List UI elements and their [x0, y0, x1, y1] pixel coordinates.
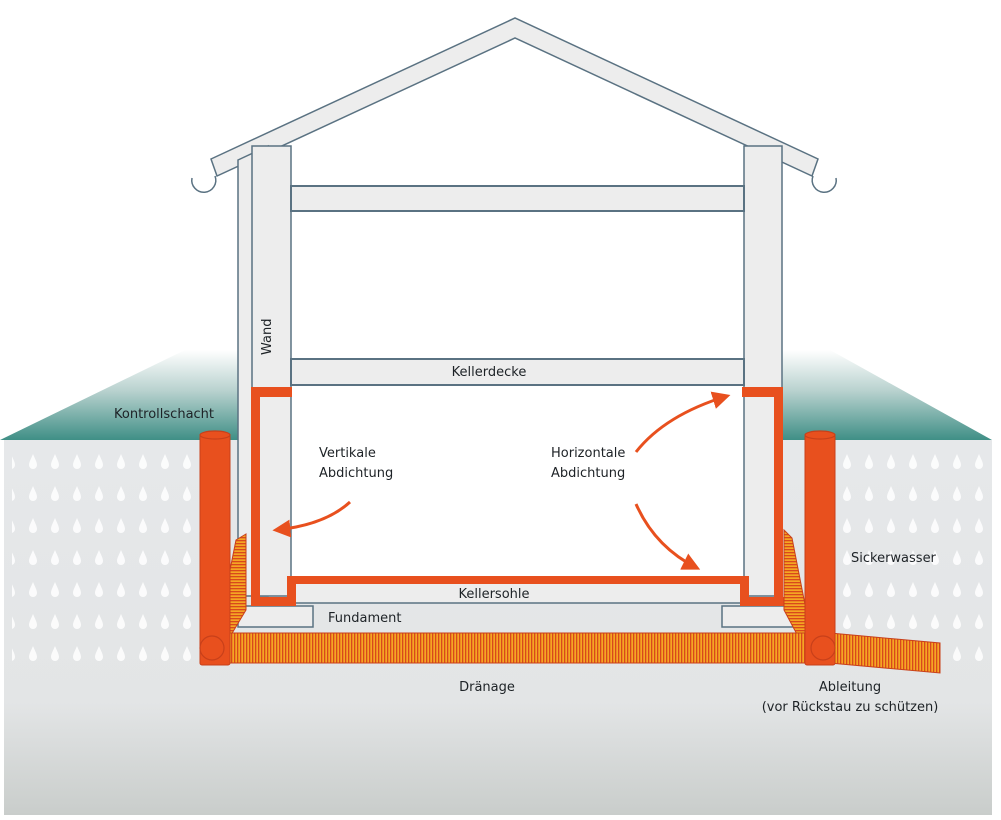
- label-horizontale-1: Horizontale: [551, 446, 625, 461]
- arrow-vertical-seal-icon: [272, 500, 352, 538]
- seal-floor: [287, 576, 749, 584]
- label-horizontale-2: Abdichtung: [551, 466, 625, 481]
- seal-right-bottom: [740, 597, 784, 606]
- arrow-horizontal-seal-top-icon: [634, 391, 731, 453]
- arrows: [272, 391, 731, 570]
- label-draenage: Dränage: [459, 680, 515, 695]
- drain-pipe: [217, 632, 814, 664]
- label-kellerdecke: Kellerdecke: [452, 365, 527, 380]
- label-fundament: Fundament: [328, 611, 401, 626]
- shaft-left-body: [199, 434, 231, 666]
- horizontal-seal-right-top: [742, 387, 783, 397]
- control-shaft-right: [804, 430, 836, 666]
- label-sickerwasser: Sickerwasser: [851, 551, 937, 566]
- upper-floor-slab: [290, 185, 745, 212]
- label-ableitung-2: (vor Rückstau zu schützen): [762, 700, 939, 715]
- label-vertikale-2: Abdichtung: [319, 466, 393, 481]
- shaft-right-junction: [810, 635, 836, 661]
- label-ableitung-1: Ableitung: [819, 680, 881, 695]
- label-wand: Wand: [260, 319, 275, 355]
- sealing: [251, 387, 784, 606]
- label-kellersohle: Kellersohle: [458, 587, 529, 602]
- seal-right-step: [740, 576, 749, 606]
- shaft-left-junction: [199, 635, 225, 661]
- fundament-left: [237, 605, 314, 628]
- gutter-left: [191, 175, 217, 193]
- label-vertikale-1: Vertikale: [319, 446, 376, 461]
- kellerdecke-slab: [290, 358, 745, 386]
- water-drops-left: [12, 448, 192, 678]
- basement-interior: [255, 385, 780, 585]
- seal-left-bottom: [251, 597, 296, 606]
- vertical-seal-right: [774, 387, 783, 606]
- horizontal-seal-left-top: [251, 387, 292, 397]
- roof: [191, 17, 837, 193]
- label-kontrollschacht: Kontrollschacht: [114, 407, 214, 422]
- gutter-right: [811, 175, 837, 193]
- arrow-horizontal-seal-bottom-icon: [634, 503, 701, 570]
- shaft-right-body: [804, 434, 836, 666]
- control-shaft-left: [199, 430, 231, 666]
- terrain-slope-left: [0, 350, 255, 440]
- roof-slab: [210, 17, 819, 178]
- vertical-seal-left: [251, 387, 260, 605]
- shaft-right-top: [804, 430, 836, 440]
- terrain-slope-right: [780, 350, 992, 440]
- seal-left-step: [287, 576, 296, 606]
- shaft-left-top: [199, 430, 231, 440]
